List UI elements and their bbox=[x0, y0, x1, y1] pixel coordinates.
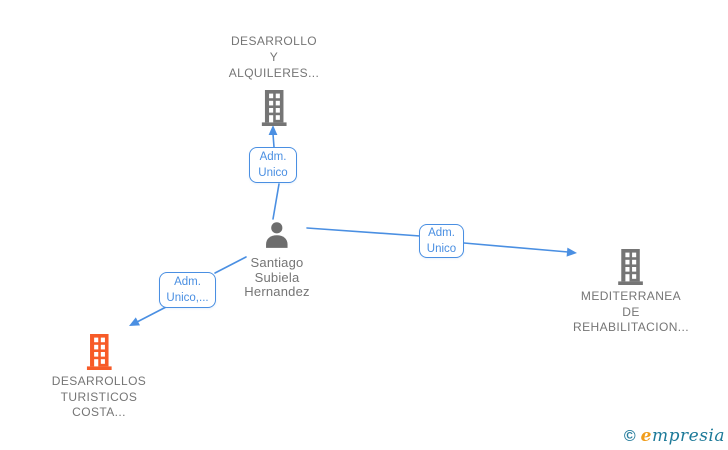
edge-label-text: Adm. Unico,... bbox=[166, 275, 209, 305]
node-person-santiago-subiela[interactable]: Santiago Subiela Hernandez bbox=[244, 221, 310, 300]
copyright-icon: © bbox=[623, 428, 636, 445]
node-company-desarrollo-y-alquileres[interactable]: DESARROLLO Y ALQUILERES... bbox=[229, 33, 320, 126]
person-name-label: Santiago Subiela Hernandez bbox=[244, 255, 310, 299]
node-company-desarrollos-turisticos[interactable]: DESARROLLOS TURISTICOS COSTA... bbox=[52, 334, 146, 421]
empresia-logo[interactable]: © empresia bbox=[624, 426, 725, 446]
company-name-label: DESARROLLOS TURISTICOS COSTA... bbox=[51, 374, 147, 419]
edge-label-adm-unico-right: Adm. Unico bbox=[419, 224, 464, 258]
building-icon bbox=[618, 249, 644, 285]
company-name-label: DESARROLLO Y ALQUILERES... bbox=[228, 34, 320, 80]
brand-wordmark: empresia bbox=[641, 426, 725, 446]
edge-label-adm-unico-bottom-left: Adm. Unico,... bbox=[159, 272, 216, 308]
edge-label-text: Adm. Unico bbox=[426, 226, 457, 256]
building-icon bbox=[261, 90, 287, 126]
brand-rest: mpresia bbox=[652, 426, 725, 446]
edge-label-adm-unico-top: Adm. Unico bbox=[249, 147, 297, 183]
brand-initial: e bbox=[640, 426, 652, 446]
node-company-mediterranea[interactable]: MEDITERRANEA DE REHABILITACION... bbox=[573, 249, 689, 336]
person-icon bbox=[266, 222, 288, 248]
edge-label-text: Adm. Unico bbox=[258, 150, 288, 180]
company-name-label: MEDITERRANEA DE REHABILITACION... bbox=[573, 289, 689, 334]
building-icon bbox=[86, 334, 112, 370]
